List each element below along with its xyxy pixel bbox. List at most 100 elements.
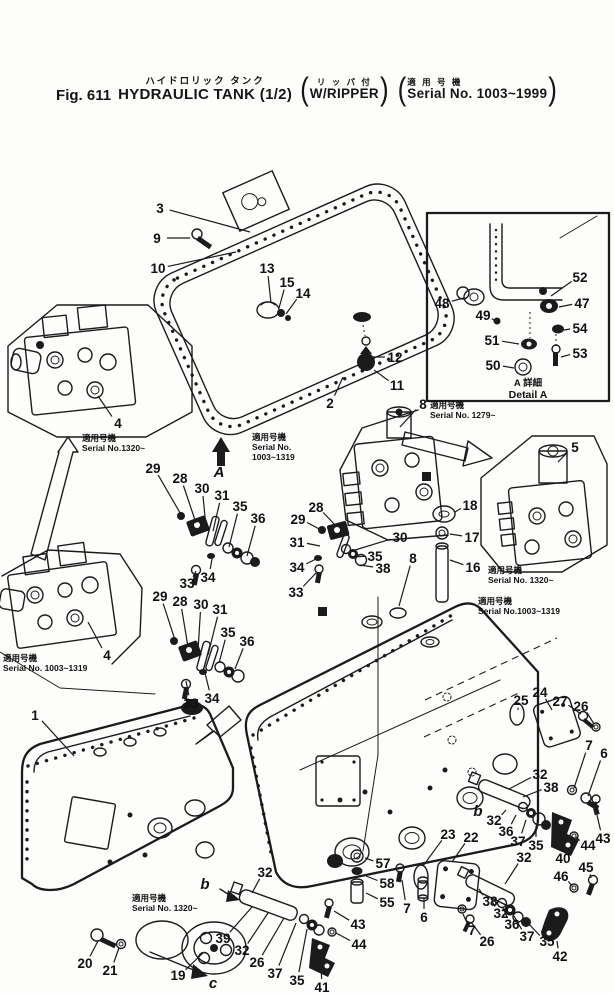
leader-line (203, 668, 210, 691)
part-number-callout: 16 (465, 560, 481, 575)
leader-line (305, 558, 317, 565)
part-number-callout: 36 (504, 917, 520, 932)
leader-line (449, 533, 463, 537)
hatched-arrow-right (401, 431, 493, 467)
part-number-callout: 47 (574, 296, 589, 311)
part-number-callout: 13 (259, 261, 275, 276)
leader-line (364, 857, 374, 862)
leader-line (567, 881, 573, 887)
part-number-callout: 1 (31, 708, 39, 723)
leader-line (192, 570, 197, 577)
detail-a-caption-japanese: A 詳細 (514, 377, 543, 389)
drain-plug-parts (353, 312, 375, 371)
leader-line (322, 512, 337, 527)
part-number-callout: 28 (172, 594, 188, 609)
leader-line (209, 558, 213, 570)
connection-letter: b (200, 876, 209, 893)
leader-line (251, 878, 261, 894)
hose-assembly-upper-right (467, 771, 601, 896)
part-number-callout: 37 (267, 966, 282, 981)
detail-a-caption-english: Detail A (509, 389, 548, 401)
leader-line (451, 297, 465, 302)
part-number-callout: 30 (193, 597, 208, 612)
leader-line (501, 809, 507, 816)
leader-line (218, 639, 226, 664)
leader-line (267, 275, 272, 304)
part-number-callout: 20 (77, 956, 92, 971)
connection-letter: b (473, 803, 482, 820)
part-number-callout: 44 (580, 838, 596, 853)
leader-line (320, 961, 323, 980)
open-paren: ( (397, 70, 407, 108)
leader-line (502, 907, 508, 918)
leader-line (41, 720, 75, 757)
leader-line (234, 648, 244, 670)
leader-line (335, 932, 351, 942)
part-number-callout: 38 (543, 780, 559, 795)
bracket-40 (551, 812, 579, 856)
leader-line (586, 712, 595, 725)
part-number-callout: 38 (375, 561, 391, 576)
serial-applicability-note: 1003~1319 (252, 452, 295, 462)
part-number-callout: 37 (519, 929, 534, 944)
part-number-callout: 29 (290, 512, 305, 527)
hollow-arrow (195, 705, 242, 745)
part-number-callout: 35 (232, 499, 248, 514)
serial-applicability-note: Serial No. 1279~ (430, 410, 495, 420)
arrow-c-head (191, 964, 208, 979)
hose-assembly-left (230, 881, 337, 977)
part-number-callout: 36 (250, 511, 266, 526)
cover-22-parts (413, 860, 481, 911)
part-number-callout: 8 (409, 551, 417, 566)
fitting-cluster-2 (314, 521, 368, 584)
serial-applicability-note: Serial No. 1320~ (132, 903, 197, 913)
leader-line (401, 879, 406, 901)
part-number-callout: 36 (239, 634, 255, 649)
serial-applicability-note: 適用号機 (82, 433, 117, 443)
leader-line (491, 318, 496, 322)
part-number-callout: 26 (479, 934, 495, 949)
leader-line (557, 451, 568, 463)
leader-line (596, 814, 602, 831)
close-paren: ) (548, 70, 557, 108)
leader-line (568, 704, 582, 715)
leader-line (182, 485, 197, 524)
leader-line (522, 789, 542, 798)
ripper-note-japanese: リ ッ パ 付 (316, 76, 372, 87)
strainer-parts (90, 888, 247, 979)
leader-line (454, 507, 462, 513)
part-number-callout: 31 (289, 535, 305, 550)
leader-line (167, 251, 237, 267)
leader-line (302, 571, 318, 587)
leader-line (228, 513, 238, 548)
leader-line (550, 280, 572, 297)
leader-line (157, 474, 184, 519)
part-number-callout: 34 (289, 560, 305, 575)
serial-applicability-note: Serial No. 1320~ (488, 575, 553, 585)
part-number-callout: 31 (214, 488, 230, 503)
part-number-callout: 35 (539, 934, 555, 949)
leader-line (333, 910, 350, 921)
valve-4-serial-1320 (7, 304, 193, 438)
connection-letter: c (209, 975, 218, 992)
part-number-callout: 6 (600, 746, 608, 761)
part-number-callout: 49 (475, 308, 490, 323)
part-number-callout: 27 (552, 694, 567, 709)
leader-line (451, 843, 466, 863)
part-number-callout: 30 (194, 481, 209, 496)
serial-applicability-note: 適用号機 (252, 432, 287, 442)
direction-arrows (30, 431, 493, 745)
part-number-callout: 35 (367, 549, 383, 564)
leader-line (502, 365, 515, 369)
part-number-callout: 7 (468, 923, 476, 938)
part-number-callout: 22 (463, 830, 478, 845)
main-tank-body (244, 472, 558, 889)
leader-line (398, 565, 411, 607)
serial-note-english: Serial No. 1003~1999 (407, 85, 548, 101)
part-number-callout: 26 (573, 699, 589, 714)
part-number-callout: 34 (204, 691, 220, 706)
part-number-callout: 11 (390, 378, 405, 393)
part-number-callout: 28 (172, 471, 188, 486)
part-number-callout: 37 (510, 834, 525, 849)
